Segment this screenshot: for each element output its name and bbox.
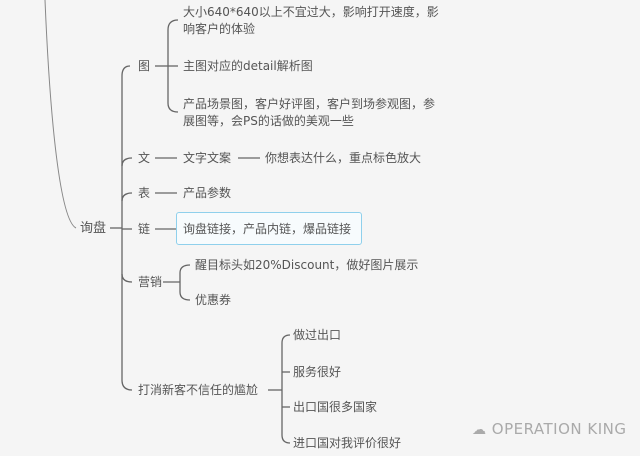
branch-text[interactable]: 文 xyxy=(138,151,151,165)
branch-link[interactable]: 链 xyxy=(138,222,151,236)
branch-trust[interactable]: 打消新客不信任的尴尬 xyxy=(138,383,259,397)
image-child-2[interactable]: 主图对应的detail解析图 xyxy=(183,59,313,73)
table-child[interactable]: 产品参数 xyxy=(183,186,232,200)
link-child[interactable]: 询盘链接，产品内链，爆品链接 xyxy=(183,222,352,236)
branch-table[interactable]: 表 xyxy=(138,186,151,200)
image-child-3-line2[interactable]: 展图等，会PS的话做的美观一些 xyxy=(183,114,354,128)
branch-marketing[interactable]: 营销 xyxy=(138,275,163,289)
watermark: ☁ OPERATION KING xyxy=(472,420,627,438)
selected-node-box[interactable] xyxy=(176,212,362,245)
image-child-1-line2[interactable]: 响客户的体验 xyxy=(183,22,256,36)
root-node[interactable]: 询盘 xyxy=(80,221,107,236)
marketing-child-2[interactable]: 优惠券 xyxy=(195,293,232,307)
watermark-text: OPERATION KING xyxy=(491,420,627,438)
trust-child-4[interactable]: 进口国对我评价很好 xyxy=(293,436,402,450)
trust-child-2[interactable]: 服务很好 xyxy=(293,365,342,379)
image-child-1-line1[interactable]: 大小640*640以上不宜过大，影响打开速度，影 xyxy=(183,5,439,19)
text-child[interactable]: 文字文案 xyxy=(183,151,232,165)
image-child-3-line1[interactable]: 产品场景图，客户好评图，客户到场参观图，参 xyxy=(183,97,436,111)
wechat-icon: ☁ xyxy=(472,422,487,438)
text-grandchild[interactable]: 你想表达什么，重点标色放大 xyxy=(265,151,422,165)
trust-child-1[interactable]: 做过出口 xyxy=(293,328,342,342)
branch-image[interactable]: 图 xyxy=(138,59,151,73)
marketing-child-1[interactable]: 醒目标头如20%Discount，做好图片展示 xyxy=(195,258,419,272)
trust-child-3[interactable]: 出口国很多国家 xyxy=(293,400,378,414)
